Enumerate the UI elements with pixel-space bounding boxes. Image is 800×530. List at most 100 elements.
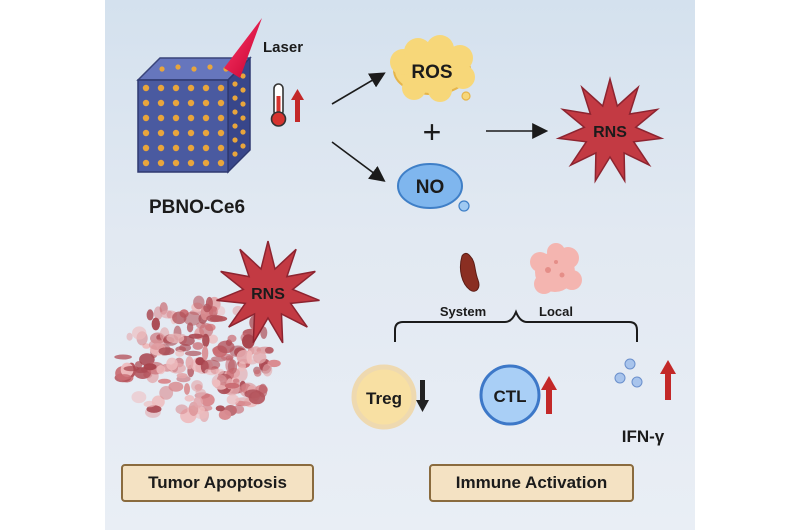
- tumor-cell: [139, 353, 155, 366]
- tumor-cell: [191, 380, 203, 392]
- pbno-ce6-nanoparticle: [136, 56, 252, 174]
- tumor-cell: [262, 363, 273, 377]
- tumor-cell: [205, 296, 213, 310]
- tumor-cell: [226, 394, 240, 405]
- tumor-cell: [176, 373, 188, 379]
- tumor-cell: [117, 374, 132, 380]
- tumor-cell: [156, 365, 166, 375]
- tumor-cell: [166, 333, 185, 344]
- cube-dot: [172, 84, 180, 92]
- plus-sign: +: [423, 114, 442, 150]
- tumor-cell: [184, 395, 195, 402]
- cube-dot: [202, 159, 210, 167]
- tumor-cell: [158, 347, 175, 356]
- cube-dot: [157, 114, 165, 122]
- cube-dot: [172, 159, 180, 167]
- tumor-cell: [132, 326, 147, 340]
- tumor-cell: [227, 334, 237, 343]
- cube-dot: [187, 84, 195, 92]
- tumor-cell: [114, 354, 132, 360]
- tumor-cell: [248, 391, 266, 405]
- system-label: System: [440, 304, 486, 319]
- tumor-cell: [131, 391, 147, 404]
- cube-dot: [157, 144, 165, 152]
- cube-side-dot: [232, 151, 238, 157]
- tumor-cell: [175, 404, 189, 415]
- ctl-cell: [479, 364, 541, 426]
- cube-top-dot: [175, 64, 181, 70]
- rns-label-top: RNS: [593, 124, 627, 141]
- cube-side-dot: [240, 101, 246, 107]
- tumor-cell: [215, 405, 225, 412]
- tumor-cell: [158, 378, 171, 384]
- cube-dot: [202, 114, 210, 122]
- tumor-cell: [216, 306, 226, 317]
- tumor-cell: [151, 317, 160, 331]
- ctl-up-arrow-icon: [541, 376, 557, 414]
- tumor-cell: [166, 357, 178, 371]
- rns-star-bottom: [216, 240, 320, 344]
- tumor-cell: [253, 351, 267, 364]
- cube-dot: [187, 129, 195, 137]
- tumor-cell: [159, 386, 174, 400]
- cube-dot: [142, 84, 150, 92]
- cube-top-dot: [207, 64, 213, 70]
- cube-dot: [202, 84, 210, 92]
- tumor-cell: [224, 382, 240, 389]
- cube-dot: [157, 84, 165, 92]
- cube-side-dot: [232, 137, 238, 143]
- tumor-cell: [175, 350, 185, 357]
- cube-dot: [172, 144, 180, 152]
- cube-side-dot: [232, 81, 238, 87]
- tumor-cell: [242, 334, 255, 349]
- ifn-up-arrow-icon: [660, 360, 676, 400]
- cube-dot: [217, 144, 225, 152]
- tumor-cell: [148, 339, 166, 350]
- tumor-cell: [217, 340, 235, 354]
- tumor-cell: [254, 369, 262, 377]
- heat-up-arrow-icon: [291, 89, 304, 122]
- cube-dot: [187, 114, 195, 122]
- cube-side-dot: [232, 95, 238, 101]
- laser-beam: [224, 18, 262, 78]
- thermometer-icon: [270, 83, 287, 127]
- cube-side-dot: [232, 109, 238, 115]
- cube-top-dot: [191, 66, 197, 72]
- tumor-cell: [188, 333, 204, 339]
- ifn-gamma-molecules: [614, 358, 643, 388]
- cube-dot: [142, 129, 150, 137]
- ifn-gamma-label: IFN-γ: [622, 427, 665, 446]
- tumor-cell: [212, 379, 221, 387]
- tumor-cell: [201, 345, 209, 361]
- no-blob: [397, 163, 470, 212]
- spleen-icon: [459, 252, 480, 292]
- cube-dot: [217, 84, 225, 92]
- rns-star-top: [555, 76, 665, 184]
- no-label: NO: [416, 177, 445, 198]
- cube-dot: [202, 99, 210, 107]
- grouping-brace: [394, 309, 638, 342]
- cube-dot: [217, 159, 225, 167]
- cube-dot: [172, 114, 180, 122]
- cube-front-face: [137, 79, 229, 173]
- tumor-cell: [218, 409, 232, 420]
- tumor-cell: [143, 363, 157, 371]
- treg-down-arrow-icon: [416, 380, 429, 412]
- cube-dot: [172, 99, 180, 107]
- ros-cloud: [390, 35, 475, 102]
- tumor-cell: [193, 295, 205, 310]
- treg-cell: [351, 364, 417, 430]
- tumor-cell: [220, 353, 234, 361]
- immune-activation-box: Immune Activation: [429, 464, 634, 502]
- tumor-cell: [215, 368, 224, 375]
- cube-side-dot: [240, 73, 246, 79]
- cube-dot: [187, 144, 195, 152]
- cube-dot: [142, 144, 150, 152]
- tumor-cell: [183, 311, 201, 326]
- tumor-apoptosis-box: Tumor Apoptosis: [121, 464, 314, 502]
- tumor-cell: [184, 350, 202, 357]
- cube-side-dot: [240, 115, 246, 121]
- tumor-cell: [202, 359, 221, 370]
- cube-dot: [172, 129, 180, 137]
